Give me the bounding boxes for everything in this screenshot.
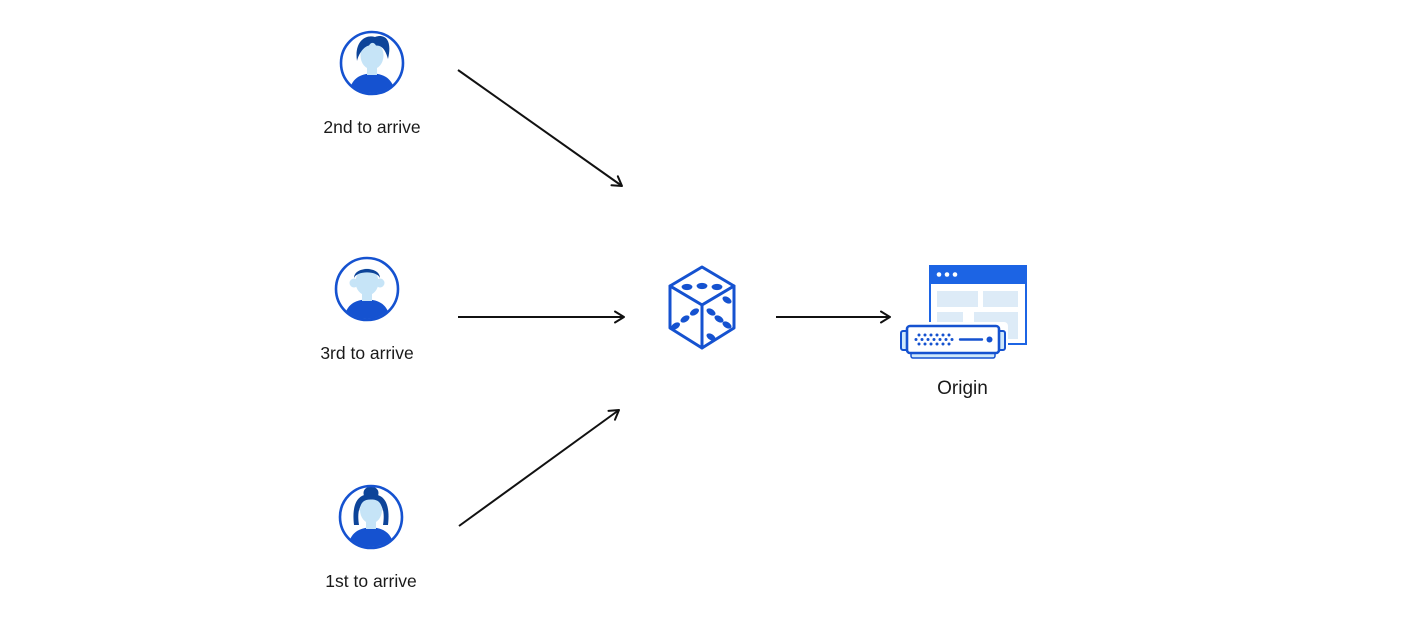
dice-icon	[668, 265, 736, 350]
client-label-second: 2nd to arrive	[323, 117, 421, 137]
origin-server-icon	[898, 265, 1027, 359]
person-man-quiff-icon	[339, 30, 405, 96]
random-selector-node	[664, 262, 740, 354]
client-label-third: 3rd to arrive	[320, 343, 414, 363]
arrow-second-to-dice	[457, 69, 623, 187]
arrow-first-to-dice	[458, 409, 620, 527]
server-unit	[898, 322, 1008, 359]
client-node-second: 2nd to arrive	[302, 29, 442, 138]
origin-node: Origin	[895, 258, 1030, 401]
person-man-flattop-icon	[334, 256, 400, 322]
client-label-first: 1st to arrive	[325, 571, 417, 591]
client-node-first: 1st to arrive	[301, 483, 441, 592]
person-woman-bun-icon	[338, 484, 404, 550]
client-node-third: 3rd to arrive	[297, 255, 437, 364]
origin-label: Origin	[937, 378, 988, 399]
server-vent-dots	[914, 333, 954, 346]
